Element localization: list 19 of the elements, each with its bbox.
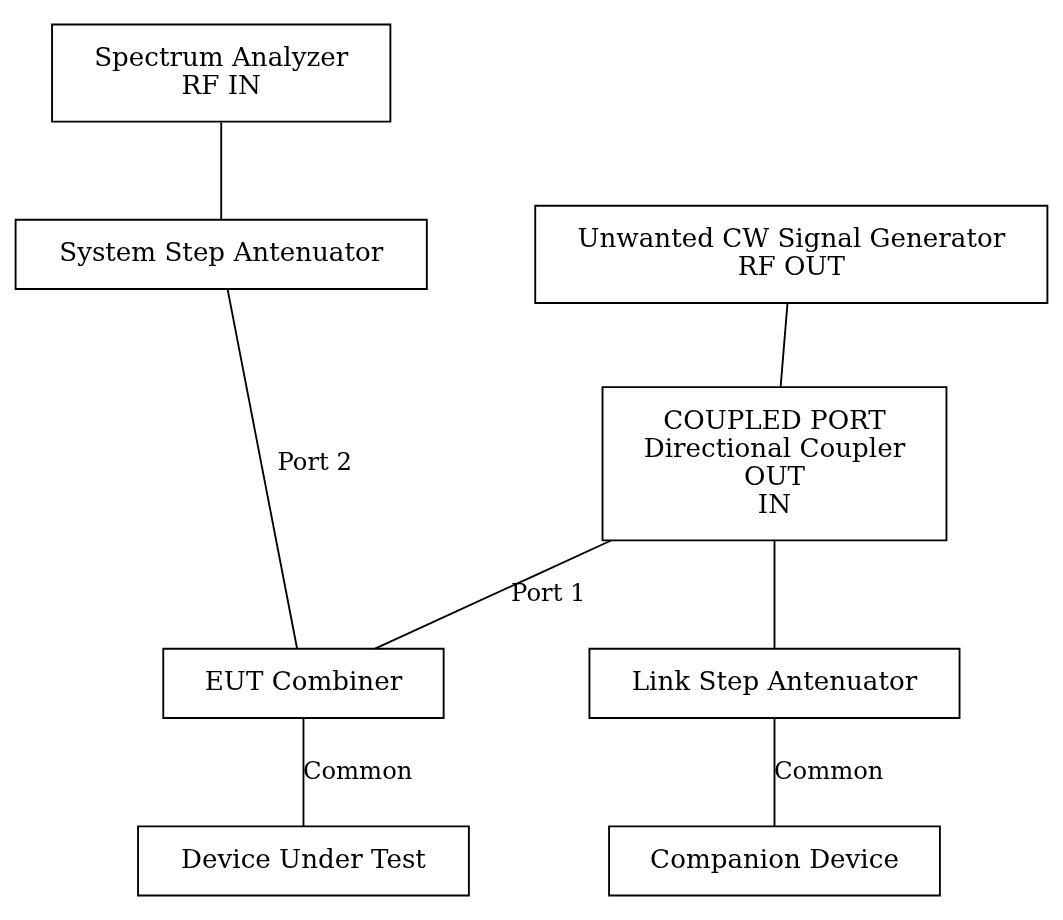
connector xyxy=(374,539,612,650)
node-box: Device Under Test xyxy=(137,825,470,897)
connector xyxy=(302,717,305,828)
connector xyxy=(779,302,789,388)
connector xyxy=(773,539,776,650)
node-box: Link Step Antenuator xyxy=(588,647,961,719)
edge-label: Common xyxy=(773,755,884,785)
node-box: Spectrum Analyzer RF IN xyxy=(51,23,392,123)
edge-label: Port 1 xyxy=(511,577,586,607)
node-box: COUPLED PORT Directional Coupler OUT IN xyxy=(601,386,948,542)
node-box: Companion Device xyxy=(608,825,941,897)
node-box: System Step Antenuator xyxy=(14,218,428,290)
connector xyxy=(773,717,776,828)
node-box: Unwanted CW Signal Generator RF OUT xyxy=(534,204,1049,304)
connector xyxy=(220,121,223,221)
connector xyxy=(226,288,298,650)
edge-label: Port 2 xyxy=(277,447,352,477)
node-box: EUT Combiner xyxy=(162,647,445,719)
edge-label: Common xyxy=(302,755,413,785)
